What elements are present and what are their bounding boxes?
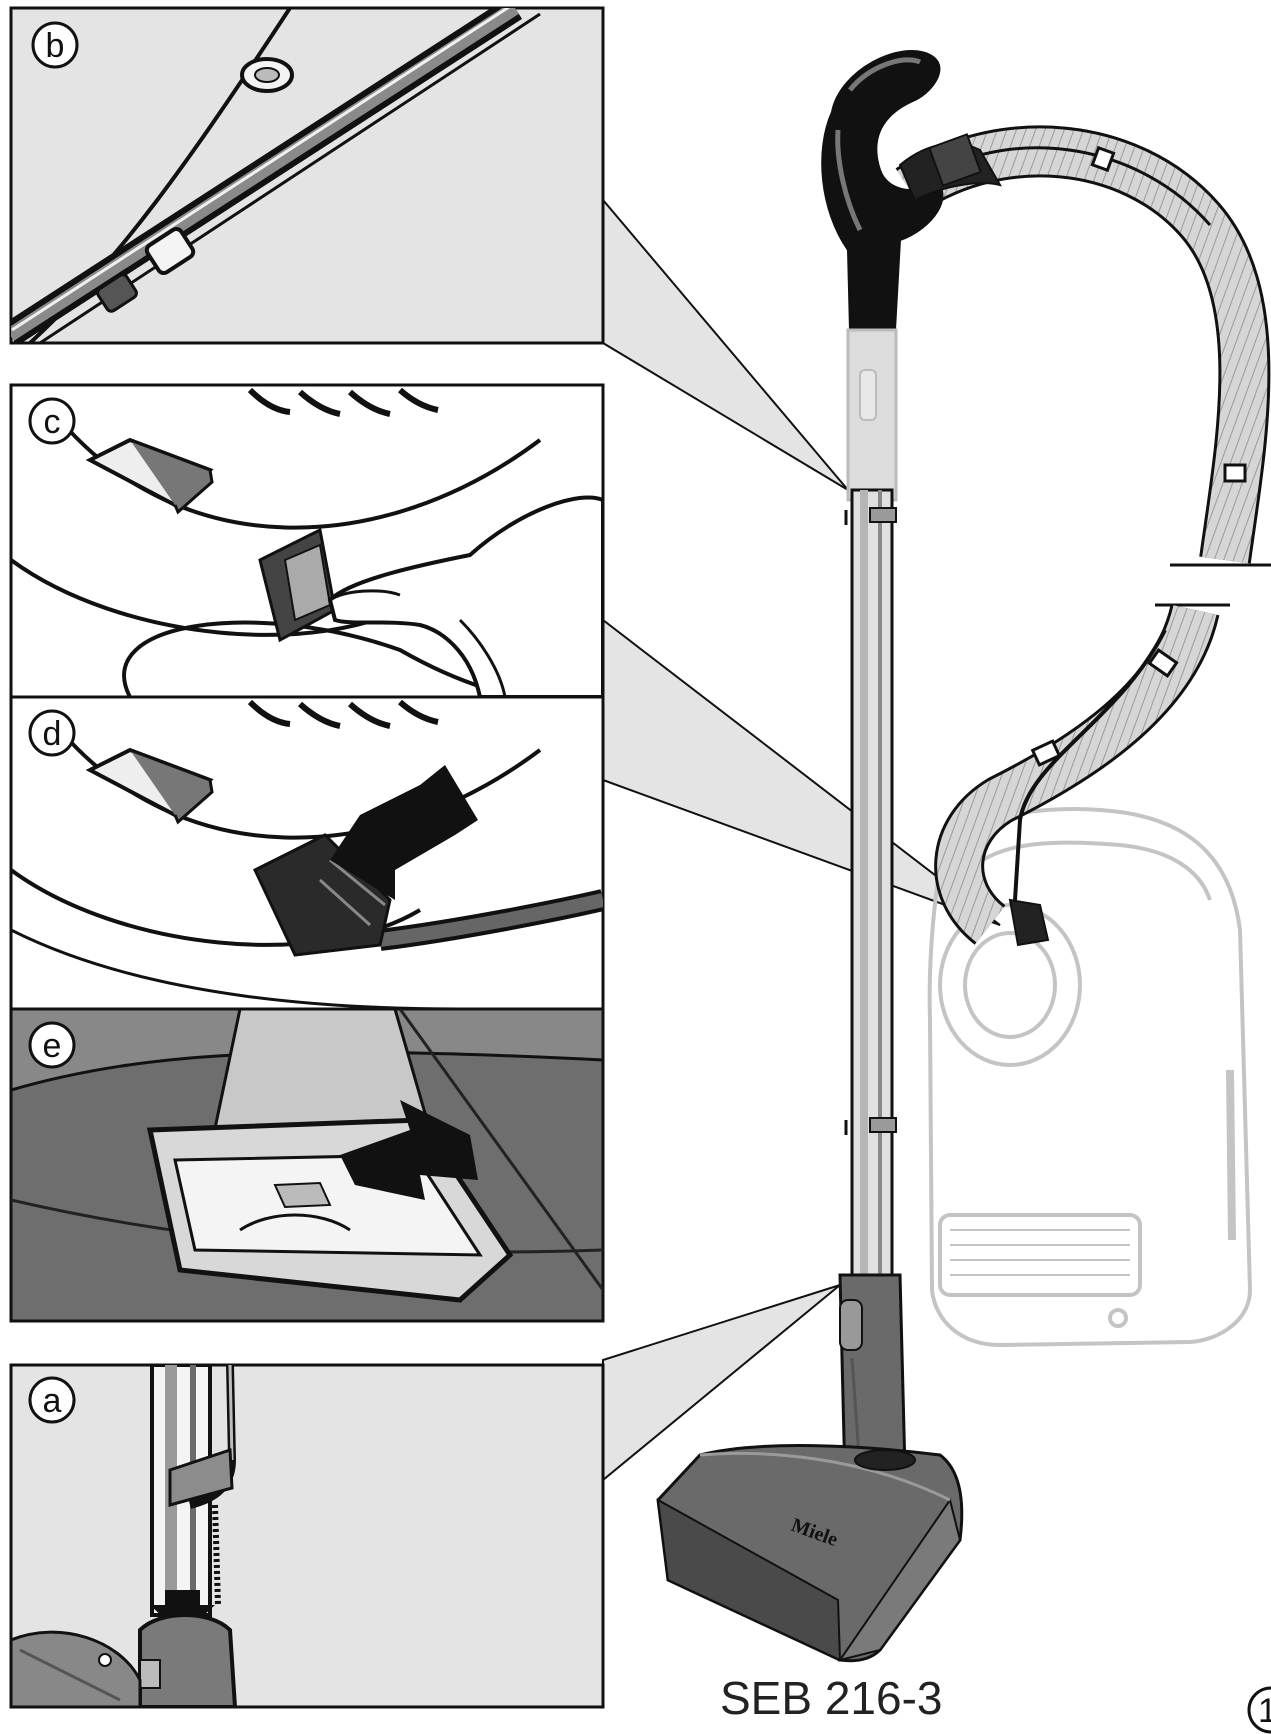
tube-clip-icon [96, 226, 196, 313]
plug-icon [253, 833, 392, 957]
panel-label-a: a [43, 1382, 62, 1420]
page-marker-circle [1247, 1686, 1271, 1734]
panel-label-circle-a [28, 1376, 76, 1424]
panel-label-c: c [44, 403, 61, 441]
panel-label-circle-b [31, 21, 79, 69]
panel-label-e: e [43, 1027, 62, 1065]
panel-b: b [9, 6, 605, 345]
socket-icon [258, 527, 337, 643]
panel-a: a [9, 1363, 605, 1709]
panel-d: d [9, 695, 605, 1011]
arrow-icon [340, 1100, 478, 1200]
panel-label-circle-d [28, 709, 76, 757]
panel-label-b: b [46, 27, 65, 65]
panel-c: c [9, 383, 605, 699]
model-label: SEB 216-3 [720, 1672, 942, 1724]
panel-label-d: d [43, 715, 62, 753]
panel-e: e [9, 1007, 605, 1323]
page-marker: 1 [1258, 1692, 1271, 1730]
panel-label-circle-c [28, 397, 76, 445]
arrow-icon [150, 1590, 215, 1635]
hose-handle [821, 50, 1003, 331]
panel-label-circle-e [28, 1021, 76, 1069]
power-brush: Miele [656, 1444, 964, 1663]
telescopic-tube [838, 328, 907, 1503]
arrow-icon [330, 765, 478, 900]
release-tab-icon [85, 747, 214, 825]
vacuum-canister [927, 807, 1253, 1348]
callout-wedge-b [602, 197, 849, 491]
hand-icon [327, 495, 603, 697]
suction-hose [895, 125, 1271, 947]
release-tab-icon [85, 437, 214, 515]
cable-clip-icon [240, 57, 294, 93]
